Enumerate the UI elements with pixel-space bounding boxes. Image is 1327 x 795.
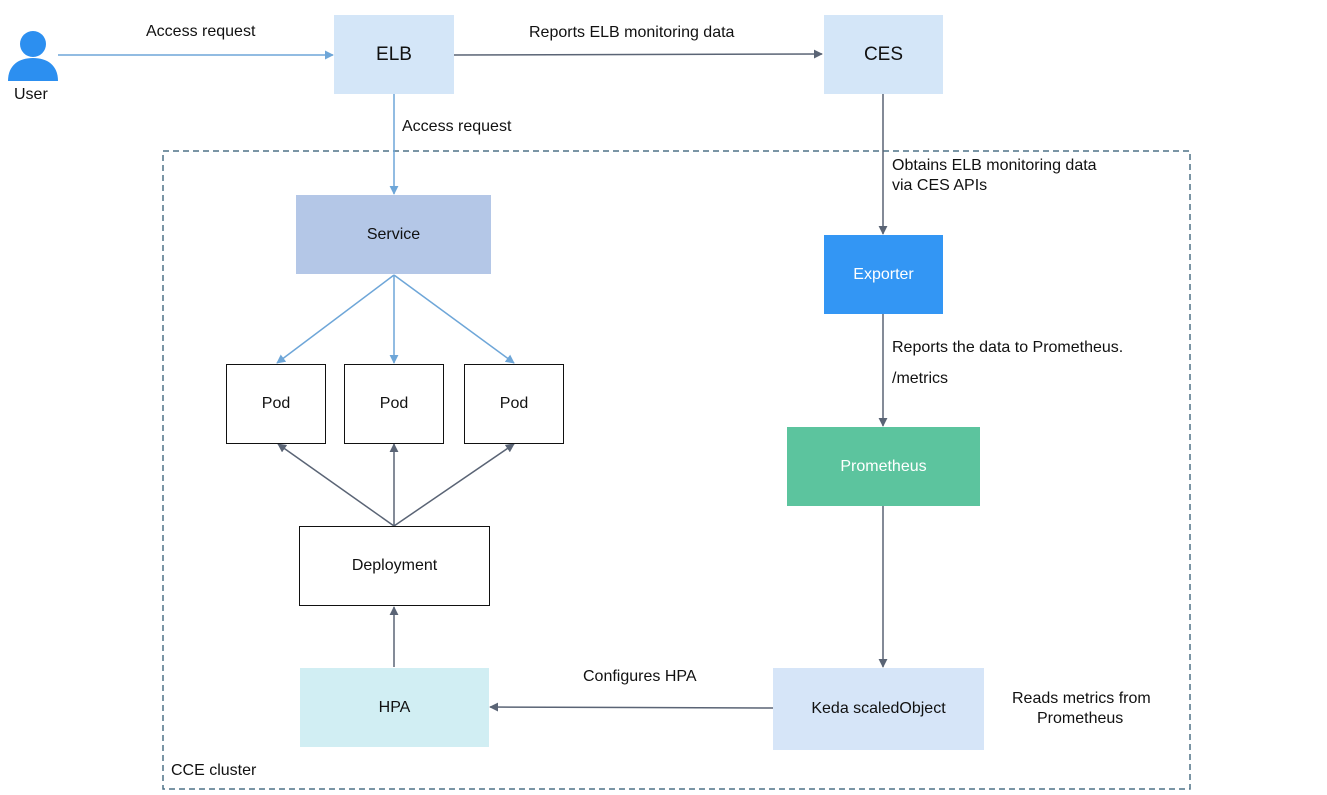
ces-node[interactable]: CES xyxy=(824,15,943,94)
edge-label-ces-to-exporter-2: via CES APIs xyxy=(892,177,988,194)
prometheus-node[interactable]: Prometheus xyxy=(787,427,980,506)
pod-node-1[interactable]: Pod xyxy=(226,364,326,444)
edge-label-exporter-to-prometheus-2: /metrics xyxy=(892,370,948,387)
edge-label-keda-to-hpa: Configures HPA xyxy=(583,668,697,685)
service-node[interactable]: Service xyxy=(296,195,491,274)
pod-node-3[interactable]: Pod xyxy=(464,364,564,444)
keda-scaledobject-node[interactable]: Keda scaledObject xyxy=(773,668,984,750)
user-label: User xyxy=(14,86,48,103)
edge-elb-to-ces xyxy=(453,49,823,59)
edge-deployment-to-pod-1 xyxy=(277,443,395,527)
edge-label-ces-to-exporter-1: Obtains ELB monitoring data xyxy=(892,157,1097,174)
cce-cluster-border xyxy=(162,150,1191,790)
edge-service-to-pod-1 xyxy=(276,274,395,364)
user-icon xyxy=(8,31,58,81)
edge-keda-to-hpa xyxy=(489,702,774,712)
cce-cluster-label: CCE cluster xyxy=(171,762,257,779)
edge-deployment-to-pod-3 xyxy=(393,443,515,527)
edge-label-elb-to-service: Access request xyxy=(402,118,512,135)
hpa-node[interactable]: HPA xyxy=(300,668,489,747)
edge-label-elb-to-ces: Reports ELB monitoring data xyxy=(529,24,735,41)
pod-node-2[interactable]: Pod xyxy=(344,364,444,444)
elb-node[interactable]: ELB xyxy=(334,15,454,94)
edge-service-to-pod-3 xyxy=(393,274,515,364)
edge-label-exporter-to-prometheus-1: Reports the data to Prometheus. xyxy=(892,339,1124,356)
deployment-node[interactable]: Deployment xyxy=(299,526,490,606)
keda-note-line-1: Reads metrics from xyxy=(1012,690,1151,707)
edge-label-user-to-elb: Access request xyxy=(146,23,256,40)
exporter-node[interactable]: Exporter xyxy=(824,235,943,314)
keda-note-line-2: Prometheus xyxy=(1037,710,1124,727)
